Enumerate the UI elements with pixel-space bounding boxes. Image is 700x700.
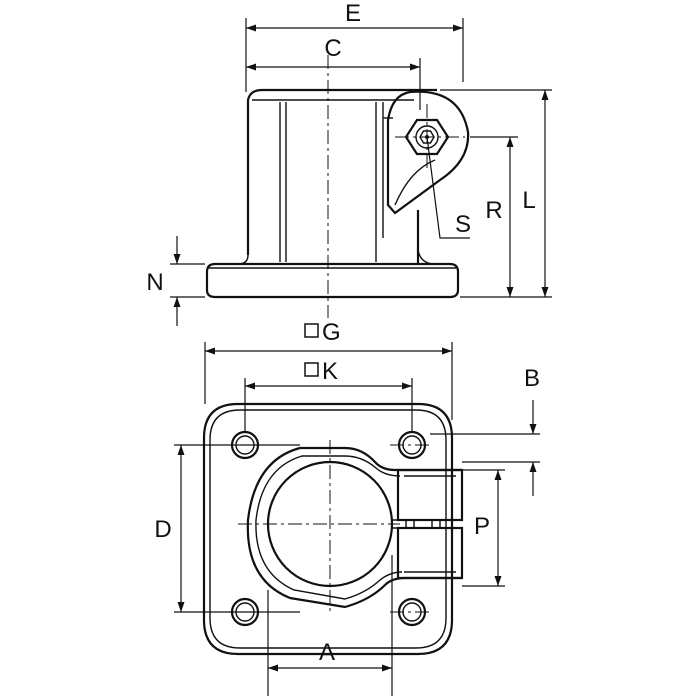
label-n: N — [146, 269, 163, 296]
label-c: C — [324, 35, 341, 62]
label-e: E — [345, 0, 361, 27]
label-g: G — [322, 319, 341, 346]
label-k: K — [322, 358, 338, 385]
label-a: A — [319, 639, 335, 666]
side-view: E C L R S N — [146, 0, 552, 326]
label-b: B — [524, 365, 540, 392]
label-p: P — [474, 513, 490, 540]
base-flange — [205, 262, 460, 299]
square-symbol-icon — [304, 323, 319, 338]
square-flange — [202, 402, 454, 656]
label-s: S — [455, 211, 471, 238]
label-l: L — [522, 187, 535, 214]
clamp-body — [246, 446, 462, 609]
leader-s — [426, 136, 470, 239]
top-view: G K D P B A — [154, 319, 540, 696]
pipe-body — [246, 88, 437, 255]
label-r: R — [485, 197, 502, 224]
label-d: D — [154, 516, 171, 543]
clamp-ear — [386, 90, 470, 215]
square-symbol-icon — [304, 362, 319, 377]
